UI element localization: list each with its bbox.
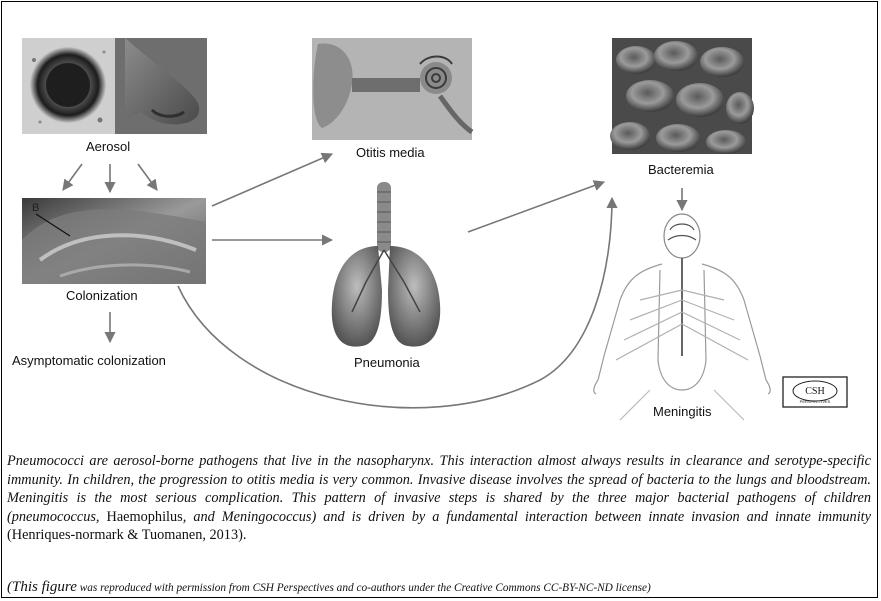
caption-text-2: , and Meningococcus) and is driven by a …	[183, 509, 871, 525]
colonization-image	[22, 198, 206, 284]
diagram-canvas: CSH PERSPECTIVES	[0, 0, 877, 440]
svg-text:PERSPECTIVES: PERSPECTIVES	[800, 399, 831, 404]
aerosol-label: Aerosol	[86, 139, 130, 154]
csh-logo: CSH PERSPECTIVES	[783, 377, 847, 407]
caption-citation: (Henriques-normark & Tuomanen, 2013).	[7, 527, 246, 543]
bacteremia-label: Bacteremia	[648, 162, 714, 177]
asymptomatic-colonization-label: Asymptomatic colonization	[12, 353, 166, 368]
otitis-ear-image	[312, 38, 472, 140]
aerosol-image	[22, 38, 207, 134]
meningitis-label: Meningitis	[653, 404, 712, 419]
credit-lead: This figure	[12, 579, 77, 595]
colonization-label: Colonization	[66, 288, 138, 303]
caption-haemophilus: Haemophilus	[107, 509, 183, 525]
otitis-media-label: Otitis media	[356, 145, 425, 160]
lungs-image	[332, 182, 440, 347]
bacteremia-image	[610, 38, 754, 154]
colonization-marker-label: B	[32, 202, 39, 214]
svg-text:CSH: CSH	[805, 386, 824, 397]
nervous-system-image	[594, 214, 770, 420]
pathogenesis-diagram: CSH PERSPECTIVES Aerosol B Colonization …	[0, 0, 877, 440]
figure-credit: (This figure was reproduced with permiss…	[7, 578, 873, 596]
figure-caption: Pneumococci are aerosol-borne pathogens …	[7, 452, 871, 545]
credit-text: was reproduced with permission from CSH …	[77, 582, 651, 594]
pneumonia-label: Pneumonia	[354, 355, 420, 370]
